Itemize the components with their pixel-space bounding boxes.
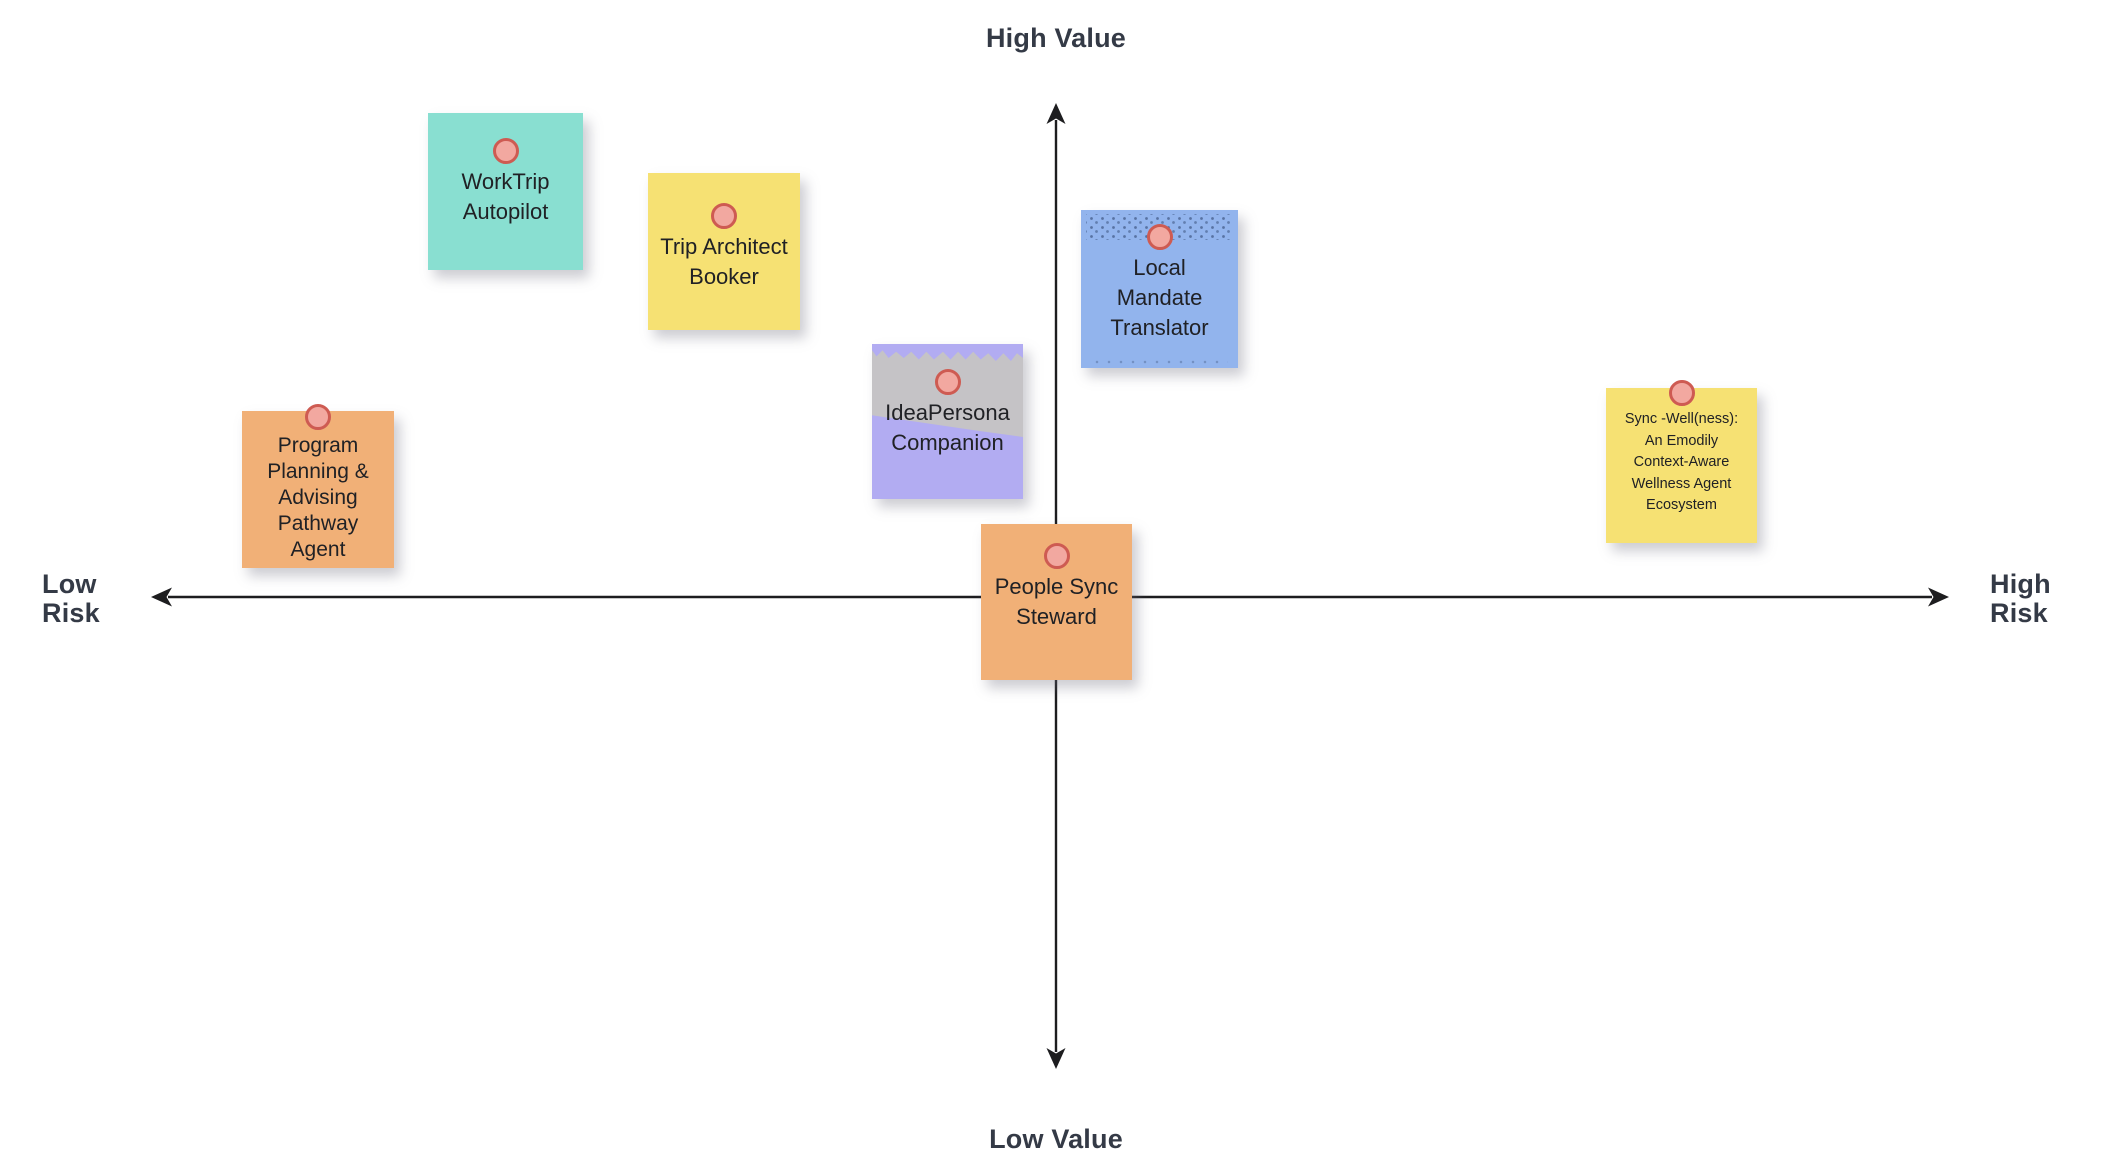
- note-text-line: Companion: [891, 430, 1004, 455]
- pin-icon: [1043, 543, 1070, 569]
- pin-icon: [305, 404, 331, 430]
- axis-label-line: High: [1990, 569, 2051, 599]
- note-text-line: Context-Aware: [1633, 454, 1730, 470]
- note-text-line: Program: [277, 434, 359, 457]
- note-text-line: People Sync: [994, 574, 1119, 599]
- axis-label-line: Risk: [1990, 598, 2048, 628]
- axis-label-low-risk: Low Risk: [42, 570, 100, 628]
- pin-icon: [1146, 224, 1173, 250]
- note-text-line: Pathway: [277, 512, 359, 535]
- note-text-line: Wellness Agent: [1631, 475, 1732, 492]
- note-text-line: Planning &: [267, 460, 369, 483]
- note-text-line: Mandate: [1116, 285, 1203, 310]
- pin-icon: [492, 138, 519, 164]
- arrowhead-left-icon: [151, 587, 172, 607]
- arrowhead-up-icon: [1046, 103, 1066, 124]
- axis-label-high-risk: High Risk: [1990, 570, 2051, 628]
- axis-label-low-value: Low Value: [989, 1124, 1123, 1154]
- note-text-line: Local: [1133, 255, 1186, 280]
- axis-label-line: Low: [42, 569, 97, 599]
- note-text-line: Advising: [278, 486, 358, 509]
- axis-label-high-value: High Value: [985, 23, 1127, 53]
- note-text-line: Ecosystem: [1646, 497, 1717, 513]
- note-text-line: IdeaPersona: [885, 400, 1010, 425]
- note-text-line: Autopilot: [462, 199, 549, 224]
- note-text-line: Sync -Well(ness):: [1624, 411, 1739, 427]
- arrowhead-right-icon: [1928, 587, 1949, 607]
- axis-label-line: Risk: [42, 598, 100, 628]
- note-text-line: An Emodily: [1644, 432, 1719, 449]
- note-text-line: Translator: [1110, 315, 1209, 340]
- note-text-line: Booker: [689, 264, 759, 289]
- note-text-line: Trip Architect: [660, 234, 788, 259]
- arrowhead-down-icon: [1046, 1048, 1066, 1069]
- note-text-line: WorkTrip: [461, 169, 550, 194]
- pin-icon: [711, 203, 737, 229]
- pin-icon: [1668, 380, 1695, 406]
- note-text-line: Steward: [1016, 604, 1097, 629]
- pin-icon: [934, 369, 961, 395]
- note-text-line: Agent: [290, 538, 346, 561]
